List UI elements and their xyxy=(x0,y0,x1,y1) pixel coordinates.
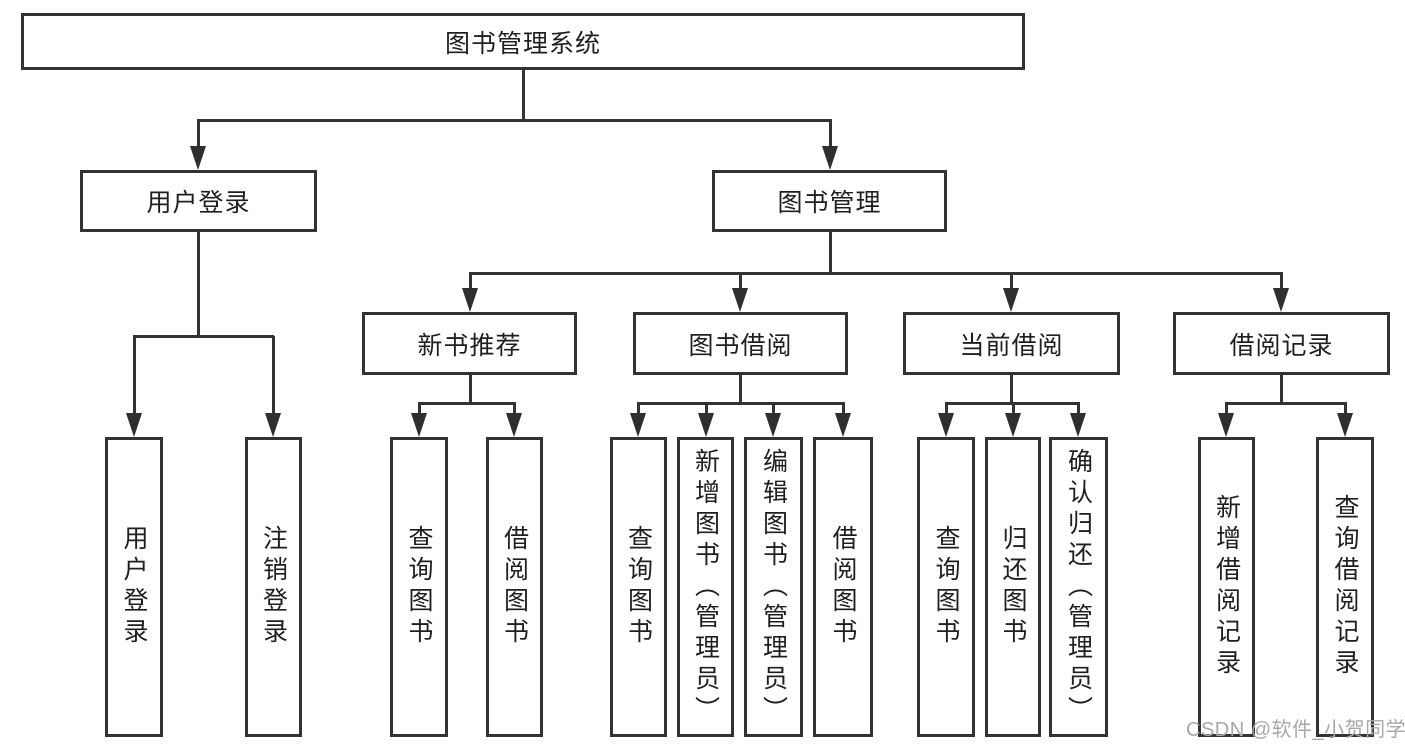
leaf-add-books-admin: 新增图书（管理员） xyxy=(677,437,734,737)
node-user-login-label: 用户登录 xyxy=(146,189,251,217)
connector-line xyxy=(828,232,832,273)
connector-line xyxy=(196,118,832,122)
leaf-query-books-current: 查询图书 xyxy=(917,437,975,737)
connector-line xyxy=(468,271,1283,275)
connector-line xyxy=(1224,401,1347,405)
arrowhead-down-icon xyxy=(506,413,522,437)
arrowhead-down-icon xyxy=(1337,413,1353,437)
connector-line xyxy=(512,403,516,415)
connector-line xyxy=(468,273,472,290)
node-library-management-system: 图书管理系统 xyxy=(21,13,1025,70)
leaf-query-books-recommend: 查询图书 xyxy=(390,437,448,737)
arrowhead-down-icon xyxy=(462,288,478,312)
leaf-query-books-borrowing: 查询图书 xyxy=(610,437,667,737)
leaf-query-books-current-label: 查询图书 xyxy=(932,525,960,649)
connector-line xyxy=(417,401,516,405)
arrowhead-down-icon xyxy=(1273,288,1289,312)
leaf-edit-books-admin-label: 编辑图书（管理员） xyxy=(759,447,788,727)
node-new-book-recommend-label: 新书推荐 xyxy=(417,331,522,360)
connector-line xyxy=(841,403,845,415)
arrowhead-down-icon xyxy=(1003,288,1019,312)
node-new-book-recommend: 新书推荐 xyxy=(362,312,577,375)
leaf-user-login-label: 用户登录 xyxy=(120,525,148,649)
connector-line xyxy=(1009,375,1013,403)
leaf-add-borrow-record-label: 新增借阅记录 xyxy=(1212,494,1241,680)
arrowhead-down-icon xyxy=(938,413,954,437)
leaf-logout-login: 注销登录 xyxy=(245,437,302,737)
leaf-query-borrow-record: 查询借阅记录 xyxy=(1316,437,1374,737)
arrowhead-down-icon xyxy=(835,413,851,437)
node-library-management-system-label: 图书管理系统 xyxy=(444,29,601,58)
connector-line xyxy=(704,403,708,415)
connector-line xyxy=(738,375,742,403)
connector-line xyxy=(1011,403,1015,415)
leaf-add-borrow-record: 新增借阅记录 xyxy=(1198,437,1255,737)
leaf-borrow-books-borrowing: 借阅图书 xyxy=(813,437,873,737)
arrowhead-down-icon xyxy=(732,288,748,312)
connector-line xyxy=(1343,403,1347,415)
connector-line xyxy=(1279,375,1283,403)
connector-line xyxy=(828,120,832,148)
connector-line xyxy=(132,334,274,338)
leaf-borrow-books-recommend-label: 借阅图书 xyxy=(500,525,529,649)
node-book-management: 图书管理 xyxy=(712,170,947,232)
connector-line xyxy=(468,375,472,403)
connector-line xyxy=(271,336,275,415)
connector-line xyxy=(1076,403,1080,415)
arrowhead-down-icon xyxy=(698,413,714,437)
leaf-query-borrow-record-label: 查询借阅记录 xyxy=(1331,494,1359,680)
arrowhead-down-icon xyxy=(1218,413,1234,437)
leaf-return-books: 归还图书 xyxy=(985,437,1041,737)
node-borrowing-records: 借阅记录 xyxy=(1173,312,1390,375)
node-current-borrowing: 当前借阅 xyxy=(903,312,1120,375)
connector-line xyxy=(417,403,421,415)
arrowhead-down-icon xyxy=(265,413,281,437)
connector-line xyxy=(1224,403,1228,415)
leaf-borrow-books-borrowing-label: 借阅图书 xyxy=(829,525,857,649)
leaf-query-books-recommend-label: 查询图书 xyxy=(405,525,433,649)
arrowhead-down-icon xyxy=(765,413,781,437)
connector-line xyxy=(196,120,200,148)
node-book-borrowing-label: 图书借阅 xyxy=(688,331,793,360)
leaf-logout-login-label: 注销登录 xyxy=(259,525,288,649)
arrowhead-down-icon xyxy=(190,146,206,170)
leaf-add-books-admin-label: 新增图书（管理员） xyxy=(691,447,720,727)
leaf-return-books-label: 归还图书 xyxy=(999,525,1027,649)
connector-line xyxy=(944,403,948,415)
connector-line xyxy=(636,401,845,405)
arrowhead-down-icon xyxy=(126,413,142,437)
connector-line xyxy=(1009,273,1013,290)
connector-line xyxy=(196,232,200,336)
node-current-borrowing-label: 当前借阅 xyxy=(959,331,1064,360)
connector-line xyxy=(1279,273,1283,290)
node-book-borrowing: 图书借阅 xyxy=(633,312,848,375)
leaf-user-login: 用户登录 xyxy=(105,437,163,737)
connector-line xyxy=(771,403,775,415)
leaf-confirm-return-admin: 确认归还（管理员） xyxy=(1049,437,1108,737)
connector-line xyxy=(636,403,640,415)
connector-line xyxy=(738,273,742,290)
leaf-query-books-borrowing-label: 查询图书 xyxy=(624,525,653,649)
node-user-login: 用户登录 xyxy=(80,170,317,232)
leaf-confirm-return-admin-label: 确认归还（管理员） xyxy=(1064,447,1093,727)
leaf-edit-books-admin: 编辑图书（管理员） xyxy=(744,437,803,737)
node-book-management-label: 图书管理 xyxy=(777,189,882,217)
arrowhead-down-icon xyxy=(1070,413,1086,437)
arrowhead-down-icon xyxy=(822,146,838,170)
arrowhead-down-icon xyxy=(630,413,646,437)
connector-line xyxy=(132,336,136,415)
watermark: CSDN @软件_小贺同学 xyxy=(1186,719,1405,741)
leaf-borrow-books-recommend: 借阅图书 xyxy=(486,437,543,737)
connector-line xyxy=(521,70,525,120)
arrowhead-down-icon xyxy=(411,413,427,437)
node-borrowing-records-label: 借阅记录 xyxy=(1229,331,1334,360)
arrowhead-down-icon xyxy=(1005,413,1021,437)
